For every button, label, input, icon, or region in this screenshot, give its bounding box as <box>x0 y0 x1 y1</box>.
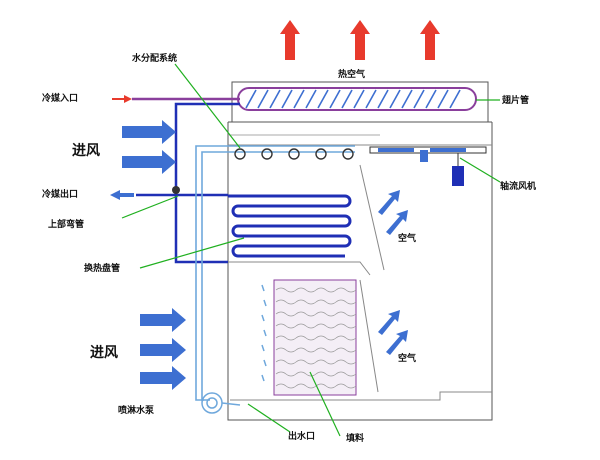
air-inlet-arrow-icon <box>140 308 186 332</box>
air-inlet-arrow-icon <box>122 150 176 174</box>
air-inlet-label-lower: 进风 <box>90 345 118 361</box>
air-label-lower: 空气 <box>398 354 417 364</box>
refrigerant-inlet-label: 冷媒入口 <box>42 94 79 104</box>
nozzle-icon <box>342 148 354 160</box>
fan-motor-icon <box>452 166 464 186</box>
red-inlet-arrow-icon <box>112 95 132 103</box>
leader-coil <box>139 237 245 269</box>
inner-wall <box>359 164 385 271</box>
internal-airflow-arrows <box>378 190 408 355</box>
blue-outlet-arrow-icon <box>110 190 134 200</box>
air-label-upper: 空气 <box>398 234 417 244</box>
nozzle-icon <box>234 148 246 160</box>
airflow-arrow-icon <box>386 330 408 355</box>
fill-packing <box>261 279 357 396</box>
leader-water-distributor <box>174 63 241 149</box>
leader-water-outlet <box>247 403 291 433</box>
nozzle-icon <box>315 148 327 160</box>
leader-fill <box>309 371 341 437</box>
base-outline <box>230 391 492 401</box>
leader-elbow <box>121 195 179 219</box>
hot-air-arrow-icon <box>280 20 300 60</box>
fill-packing-label: 填料 <box>346 434 365 444</box>
axial-fan-label: 轴流风机 <box>500 182 537 192</box>
spray-pump-label: 喷淋水泵 <box>118 406 155 416</box>
airflow-arrow-icon <box>386 210 408 235</box>
body-outline <box>227 122 493 421</box>
refrigerant-outlet-pipe <box>110 186 228 200</box>
fin-tube-label: 翅片管 <box>502 96 530 106</box>
water-distributor-nozzles <box>234 148 354 160</box>
air-inlet-label-upper: 进风 <box>72 143 100 159</box>
nozzle-icon <box>288 148 300 160</box>
refrigerant-inlet-pipe <box>112 95 240 264</box>
airflow-arrow-icon <box>378 190 400 215</box>
air-inlet-arrow-icon <box>140 338 186 362</box>
water-outlet-label: 出水口 <box>288 432 316 442</box>
air-inlet-arrow-icon <box>122 120 176 144</box>
heat-exchange-coil <box>228 194 352 258</box>
airflow-arrow-icon <box>378 310 400 335</box>
hot-air-arrow-icon <box>350 20 370 60</box>
hot-air-arrow-icon <box>420 20 440 60</box>
nozzle-icon <box>261 148 273 160</box>
air-inlet-arrows <box>122 120 186 390</box>
pump-icon <box>201 392 223 414</box>
hood-box <box>231 81 489 123</box>
refrigerant-outlet-label: 冷媒出口 <box>42 190 79 200</box>
spray-pump <box>201 392 241 414</box>
leader-lines <box>121 63 501 437</box>
heat-exchange-coil-label: 换热盘管 <box>84 264 121 274</box>
hot-air-label: 热空气 <box>338 70 366 80</box>
axial-fan <box>369 146 487 186</box>
water-distributor-label: 水分配系统 <box>132 54 178 64</box>
tower-casing <box>227 81 493 421</box>
fin-tube-coil <box>237 87 477 111</box>
leader-axial-fan <box>459 157 501 183</box>
hot-air-arrows <box>280 20 440 60</box>
air-inlet-arrow-icon <box>140 366 186 390</box>
elbow-label: 上部弯管 <box>48 220 85 230</box>
